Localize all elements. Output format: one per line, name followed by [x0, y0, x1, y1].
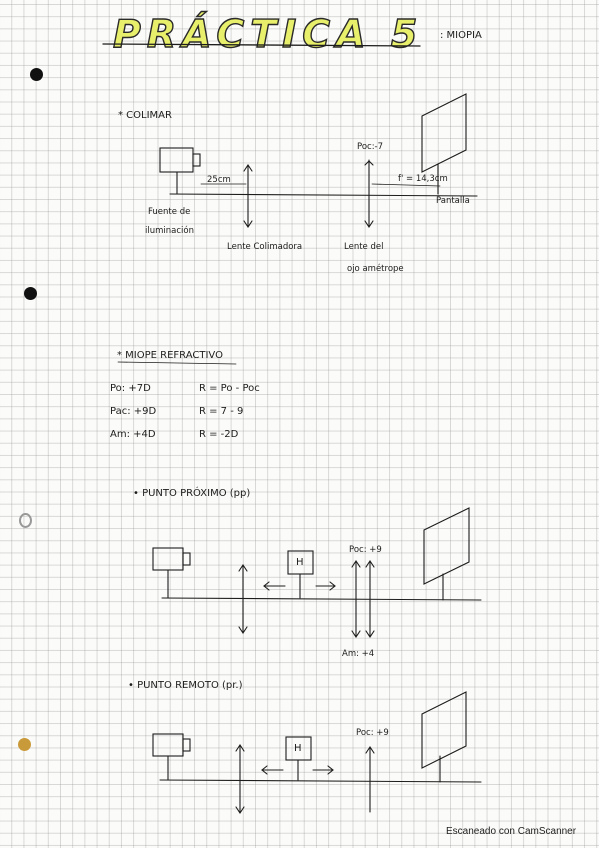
- page-subtitle: : MIOPIA: [440, 30, 482, 41]
- label-pp-h: H: [296, 557, 304, 568]
- label-lente-colimadora: Lente Colimadora: [227, 242, 303, 252]
- label-poc: Poc:-7: [357, 142, 384, 152]
- label-fuente-2: iluminación: [145, 226, 194, 236]
- value-pac: Pac: +9D: [110, 406, 157, 417]
- formula-r2: R = 7 - 9: [199, 406, 244, 417]
- scanner-watermark: Escaneado con CamScanner: [446, 826, 577, 837]
- screen-panel: [421, 93, 467, 173]
- label-lente-ojo-2: ojo amétrope: [347, 264, 404, 274]
- section-colimar-heading: * COLIMAR: [118, 110, 172, 121]
- section-pr-heading: • PUNTO REMOTO (pr.): [128, 680, 243, 691]
- page-title: PRÁCTICA 5: [112, 11, 424, 56]
- label-pr-h: H: [294, 743, 302, 754]
- value-am: Am: +4D: [110, 429, 156, 440]
- binder-hole: [30, 68, 43, 81]
- formula-r3: R = -2D: [199, 429, 239, 440]
- binder-hole: [24, 287, 37, 300]
- label-lente-ojo-1: Lente del: [344, 242, 384, 252]
- lamp-nozzle: [192, 153, 201, 167]
- section-pp-heading: • PUNTO PRÓXIMO (pp): [133, 488, 251, 499]
- binder-hole: [19, 513, 32, 528]
- label-focal: f' = 14,3cm: [398, 174, 448, 184]
- lamp-box: [159, 147, 194, 173]
- value-po: Po: +7D: [110, 383, 151, 394]
- label-pp-am: Am: +4: [342, 649, 375, 659]
- label-pantalla: Pantalla: [436, 196, 470, 206]
- label-pp-poc: Poc: +9: [349, 545, 382, 555]
- section-miope-heading: * MIOPE REFRACTIVO: [117, 350, 223, 361]
- label-distance-25: 25cm: [207, 175, 231, 185]
- formula-r1: R = Po - Poc: [199, 383, 260, 394]
- label-pr-poc: Poc: +9: [356, 728, 389, 738]
- label-fuente-1: Fuente de: [148, 207, 191, 217]
- binder-hole: [18, 738, 31, 751]
